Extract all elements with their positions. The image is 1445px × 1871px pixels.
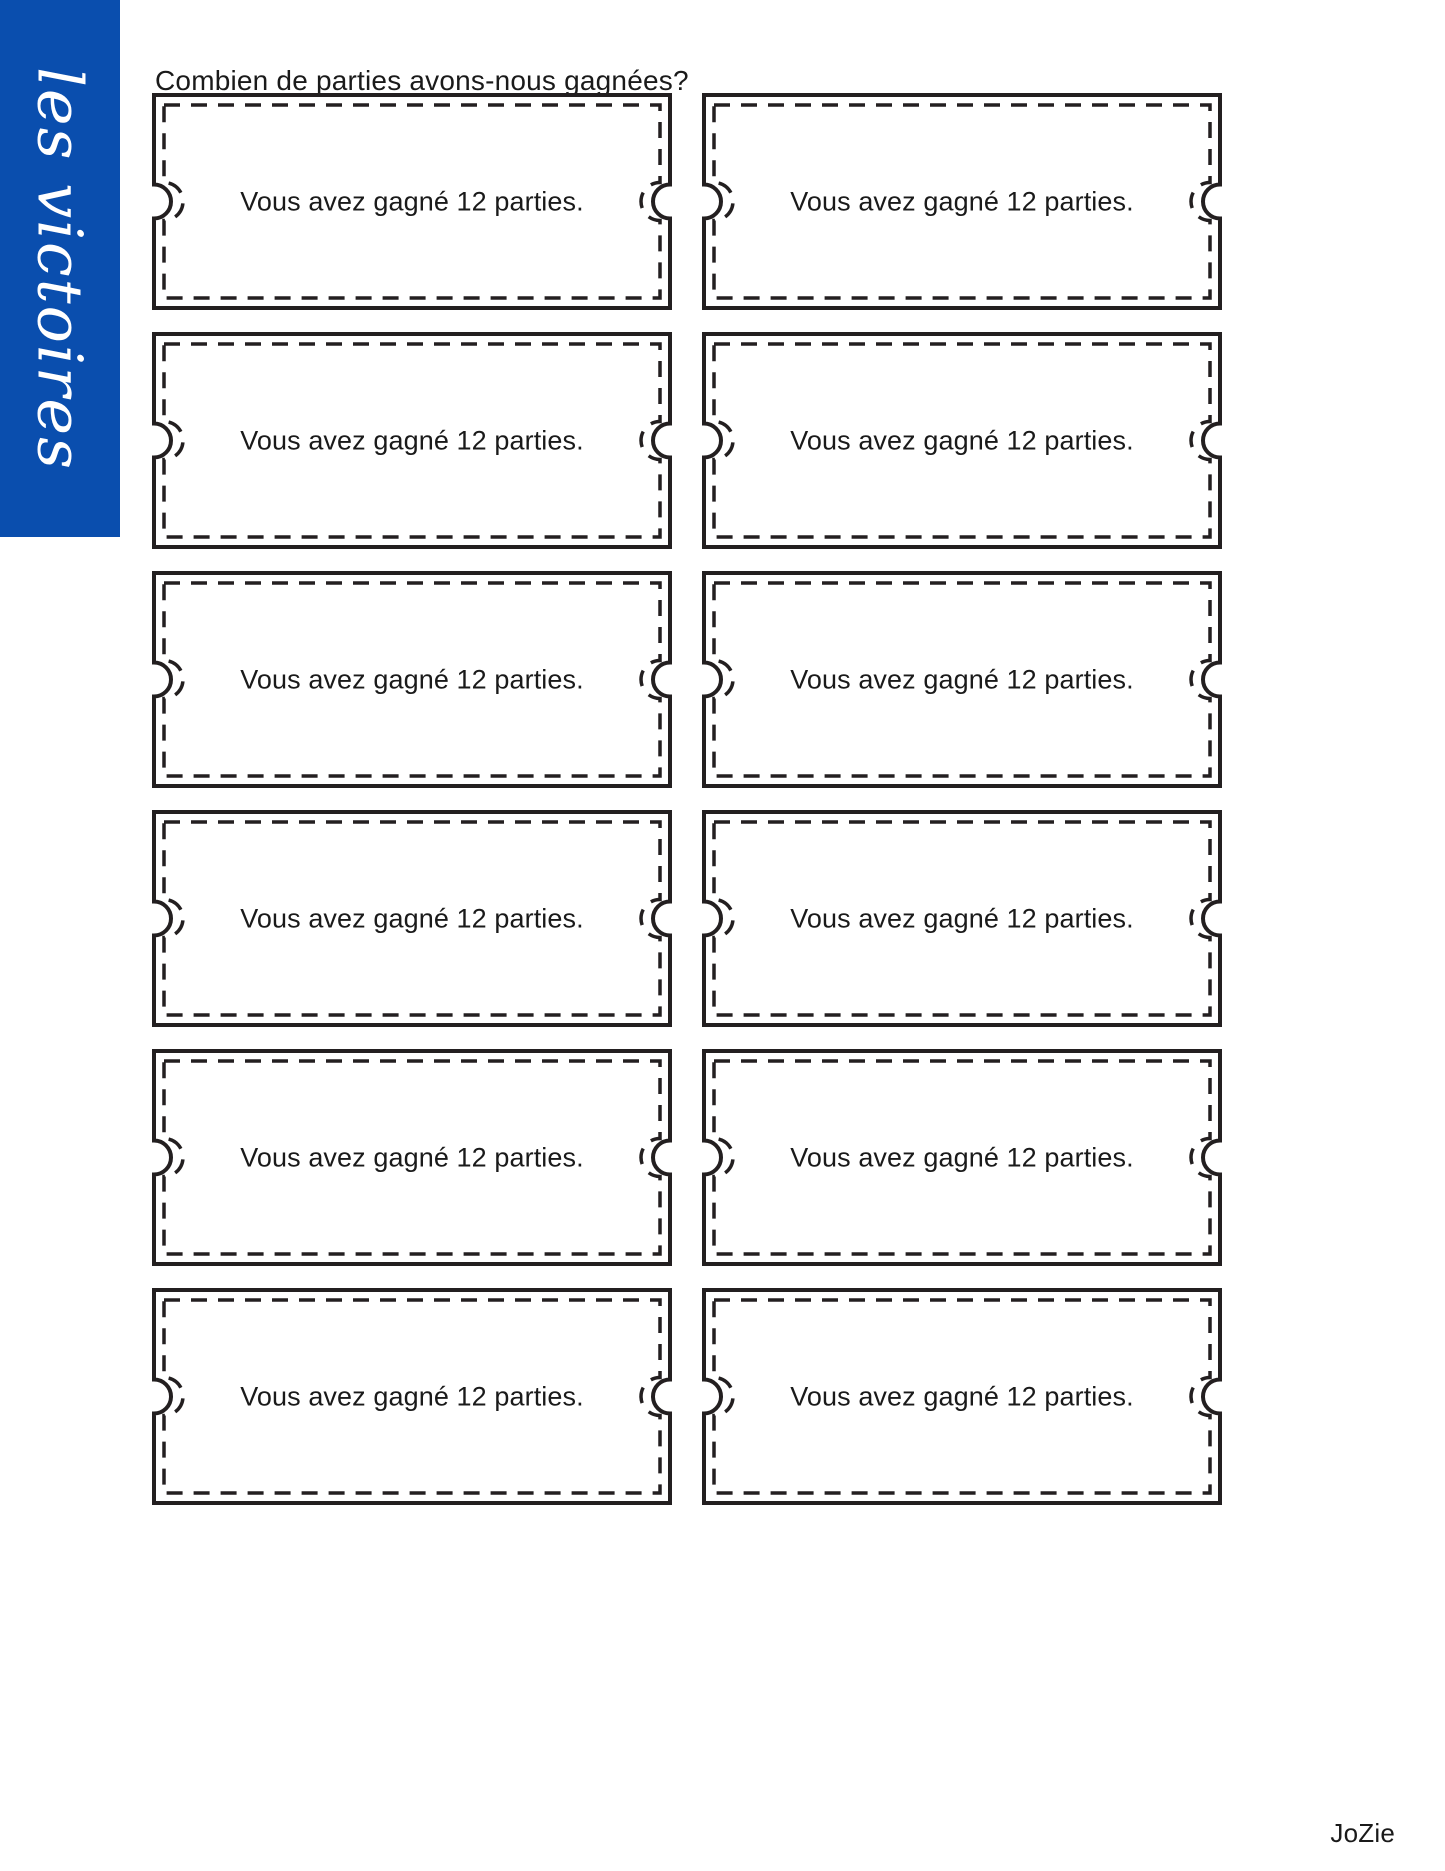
page-title: Combien de parties avons-nous gagnées? — [155, 64, 689, 96]
ticket-text: Vous avez gagné 12 parties. — [240, 663, 584, 694]
ticket-card[interactable]: Vous avez gagné 12 parties. — [152, 571, 672, 788]
ticket-text: Vous avez gagné 12 parties. — [790, 663, 1134, 694]
ticket-card[interactable]: Vous avez gagné 12 parties. — [702, 93, 1222, 310]
ticket-cut-border — [702, 810, 1222, 1027]
ticket-card[interactable]: Vous avez gagné 12 parties. — [702, 1049, 1222, 1266]
ticket-cut-border — [152, 332, 672, 549]
ticket-cut-border — [152, 571, 672, 788]
side-tab-label: les victoires — [23, 66, 97, 471]
ticket-card[interactable]: Vous avez gagné 12 parties. — [152, 1288, 672, 1505]
ticket-text: Vous avez gagné 12 parties. — [240, 185, 584, 216]
ticket-card[interactable]: Vous avez gagné 12 parties. — [702, 332, 1222, 549]
ticket-dashed-border — [162, 342, 662, 539]
ticket-outline — [702, 810, 1222, 1027]
ticket-dashed-border — [162, 1059, 662, 1256]
ticket-card[interactable]: Vous avez gagné 12 parties. — [152, 1049, 672, 1266]
ticket-cut-border — [702, 93, 1222, 310]
ticket-dashed-border — [712, 342, 1212, 539]
ticket-card[interactable]: Vous avez gagné 12 parties. — [152, 332, 672, 549]
ticket-text: Vous avez gagné 12 parties. — [790, 1141, 1134, 1172]
ticket-outline — [702, 93, 1222, 310]
ticket-outline — [152, 571, 672, 788]
ticket-text: Vous avez gagné 12 parties. — [240, 902, 584, 933]
ticket-cut-border — [702, 332, 1222, 549]
ticket-dashed-border — [712, 1059, 1212, 1256]
ticket-cut-border — [152, 810, 672, 1027]
ticket-outline — [702, 571, 1222, 788]
ticket-card[interactable]: Vous avez gagné 12 parties. — [152, 810, 672, 1027]
ticket-cut-border — [702, 571, 1222, 788]
ticket-outline — [152, 810, 672, 1027]
ticket-outline — [702, 1049, 1222, 1266]
ticket-dashed-border — [712, 820, 1212, 1017]
ticket-dashed-border — [162, 1298, 662, 1495]
ticket-cut-border — [702, 1288, 1222, 1505]
ticket-card[interactable]: Vous avez gagné 12 parties. — [702, 810, 1222, 1027]
ticket-text: Vous avez gagné 12 parties. — [790, 424, 1134, 455]
ticket-text: Vous avez gagné 12 parties. — [240, 424, 584, 455]
ticket-outline — [152, 1049, 672, 1266]
ticket-outline — [152, 332, 672, 549]
ticket-card[interactable]: Vous avez gagné 12 parties. — [152, 93, 672, 310]
side-tab: les victoires — [0, 0, 120, 537]
ticket-cut-border — [152, 93, 672, 310]
ticket-dashed-border — [712, 581, 1212, 778]
ticket-outline — [152, 93, 672, 310]
ticket-cut-border — [152, 1288, 672, 1505]
signature: JoZie — [1330, 1818, 1395, 1848]
ticket-grid: Vous avez gagné 12 parties. Vous avez gag… — [152, 93, 1322, 1505]
ticket-cut-border — [152, 1049, 672, 1266]
ticket-dashed-border — [162, 103, 662, 300]
ticket-dashed-border — [712, 1298, 1212, 1495]
ticket-text: Vous avez gagné 12 parties. — [790, 1380, 1134, 1411]
ticket-dashed-border — [162, 820, 662, 1017]
ticket-outline — [702, 332, 1222, 549]
ticket-text: Vous avez gagné 12 parties. — [790, 185, 1134, 216]
ticket-card[interactable]: Vous avez gagné 12 parties. — [702, 1288, 1222, 1505]
ticket-text: Vous avez gagné 12 parties. — [790, 902, 1134, 933]
ticket-outline — [152, 1288, 672, 1505]
ticket-card[interactable]: Vous avez gagné 12 parties. — [702, 571, 1222, 788]
ticket-dashed-border — [712, 103, 1212, 300]
ticket-dashed-border — [162, 581, 662, 778]
ticket-text: Vous avez gagné 12 parties. — [240, 1380, 584, 1411]
ticket-text: Vous avez gagné 12 parties. — [240, 1141, 584, 1172]
ticket-outline — [702, 1288, 1222, 1505]
ticket-cut-border — [702, 1049, 1222, 1266]
